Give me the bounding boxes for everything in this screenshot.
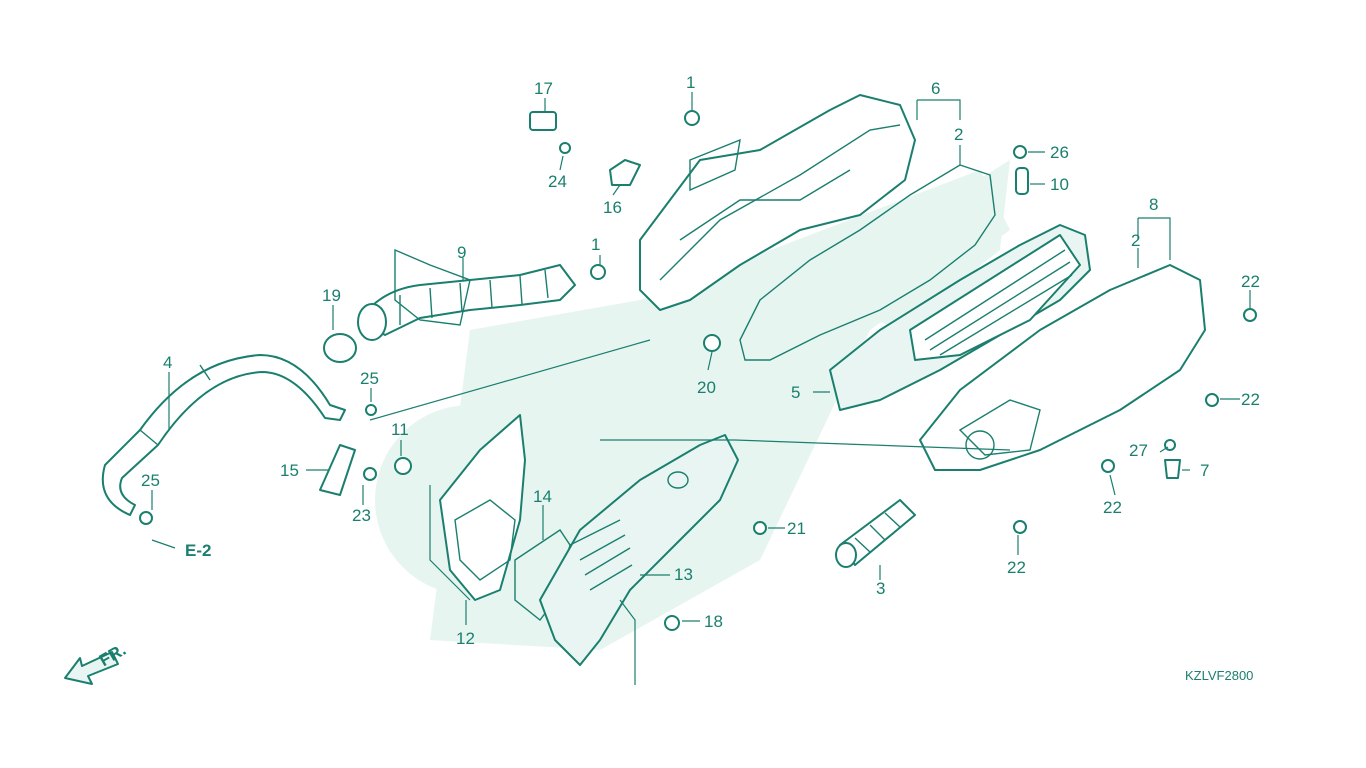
callout-22b: 22 [1241,390,1260,409]
callout-27: 27 [1129,441,1148,460]
callout-21: 21 [787,519,806,538]
callout-18: 18 [704,612,723,631]
callout-13: 13 [674,565,693,584]
side-cover [539,434,739,666]
callout-labels: 1 1 2 2 3 4 5 6 7 8 9 10 11 12 13 14 15 … [96,73,1260,683]
reference-e2: E-2 [185,541,211,560]
callout-20: 20 [697,378,716,397]
drawing-code: KZLVF2800 [1185,668,1253,683]
callout-26: 26 [1050,143,1069,162]
callout-14: 14 [533,487,552,506]
callout-19: 19 [322,286,341,305]
callout-17: 17 [534,79,553,98]
gasket-upper [739,164,996,361]
callout-25b: 25 [141,471,160,490]
tube-clamp [323,333,357,363]
callout-5: 5 [791,383,800,402]
callout-22d: 22 [1007,558,1026,577]
connecting-tube [357,248,576,341]
callout-1b: 1 [591,235,600,254]
air-cleaner-case [639,94,916,311]
callout-6: 6 [931,79,940,98]
callout-15: 15 [280,461,299,480]
front-direction-arrow [64,651,119,685]
inner-panel [439,414,526,601]
callout-22c: 22 [1103,498,1122,517]
callout-2a: 2 [954,125,963,144]
leader-lines [151,92,1251,685]
intake-duct [835,499,916,568]
callout-7: 7 [1200,461,1209,480]
callout-16: 16 [603,198,622,217]
callout-23: 23 [352,506,371,525]
callout-11: 11 [391,420,409,439]
callout-25a: 25 [360,369,379,388]
callout-12: 12 [456,629,475,648]
gasket-15 [319,444,356,496]
callout-8: 8 [1149,195,1158,214]
callout-4: 4 [163,353,172,372]
callout-10: 10 [1050,175,1069,194]
callout-22a: 22 [1241,272,1260,291]
callout-2b: 2 [1131,231,1140,250]
callout-3: 3 [876,579,885,598]
breather-tube [101,354,346,516]
callout-1a: 1 [686,73,695,92]
hardware [139,110,1257,631]
air-cleaner-element [829,224,1091,411]
callout-9: 9 [457,243,466,262]
callout-24: 24 [548,172,567,191]
air-cleaner-cover [919,264,1206,471]
